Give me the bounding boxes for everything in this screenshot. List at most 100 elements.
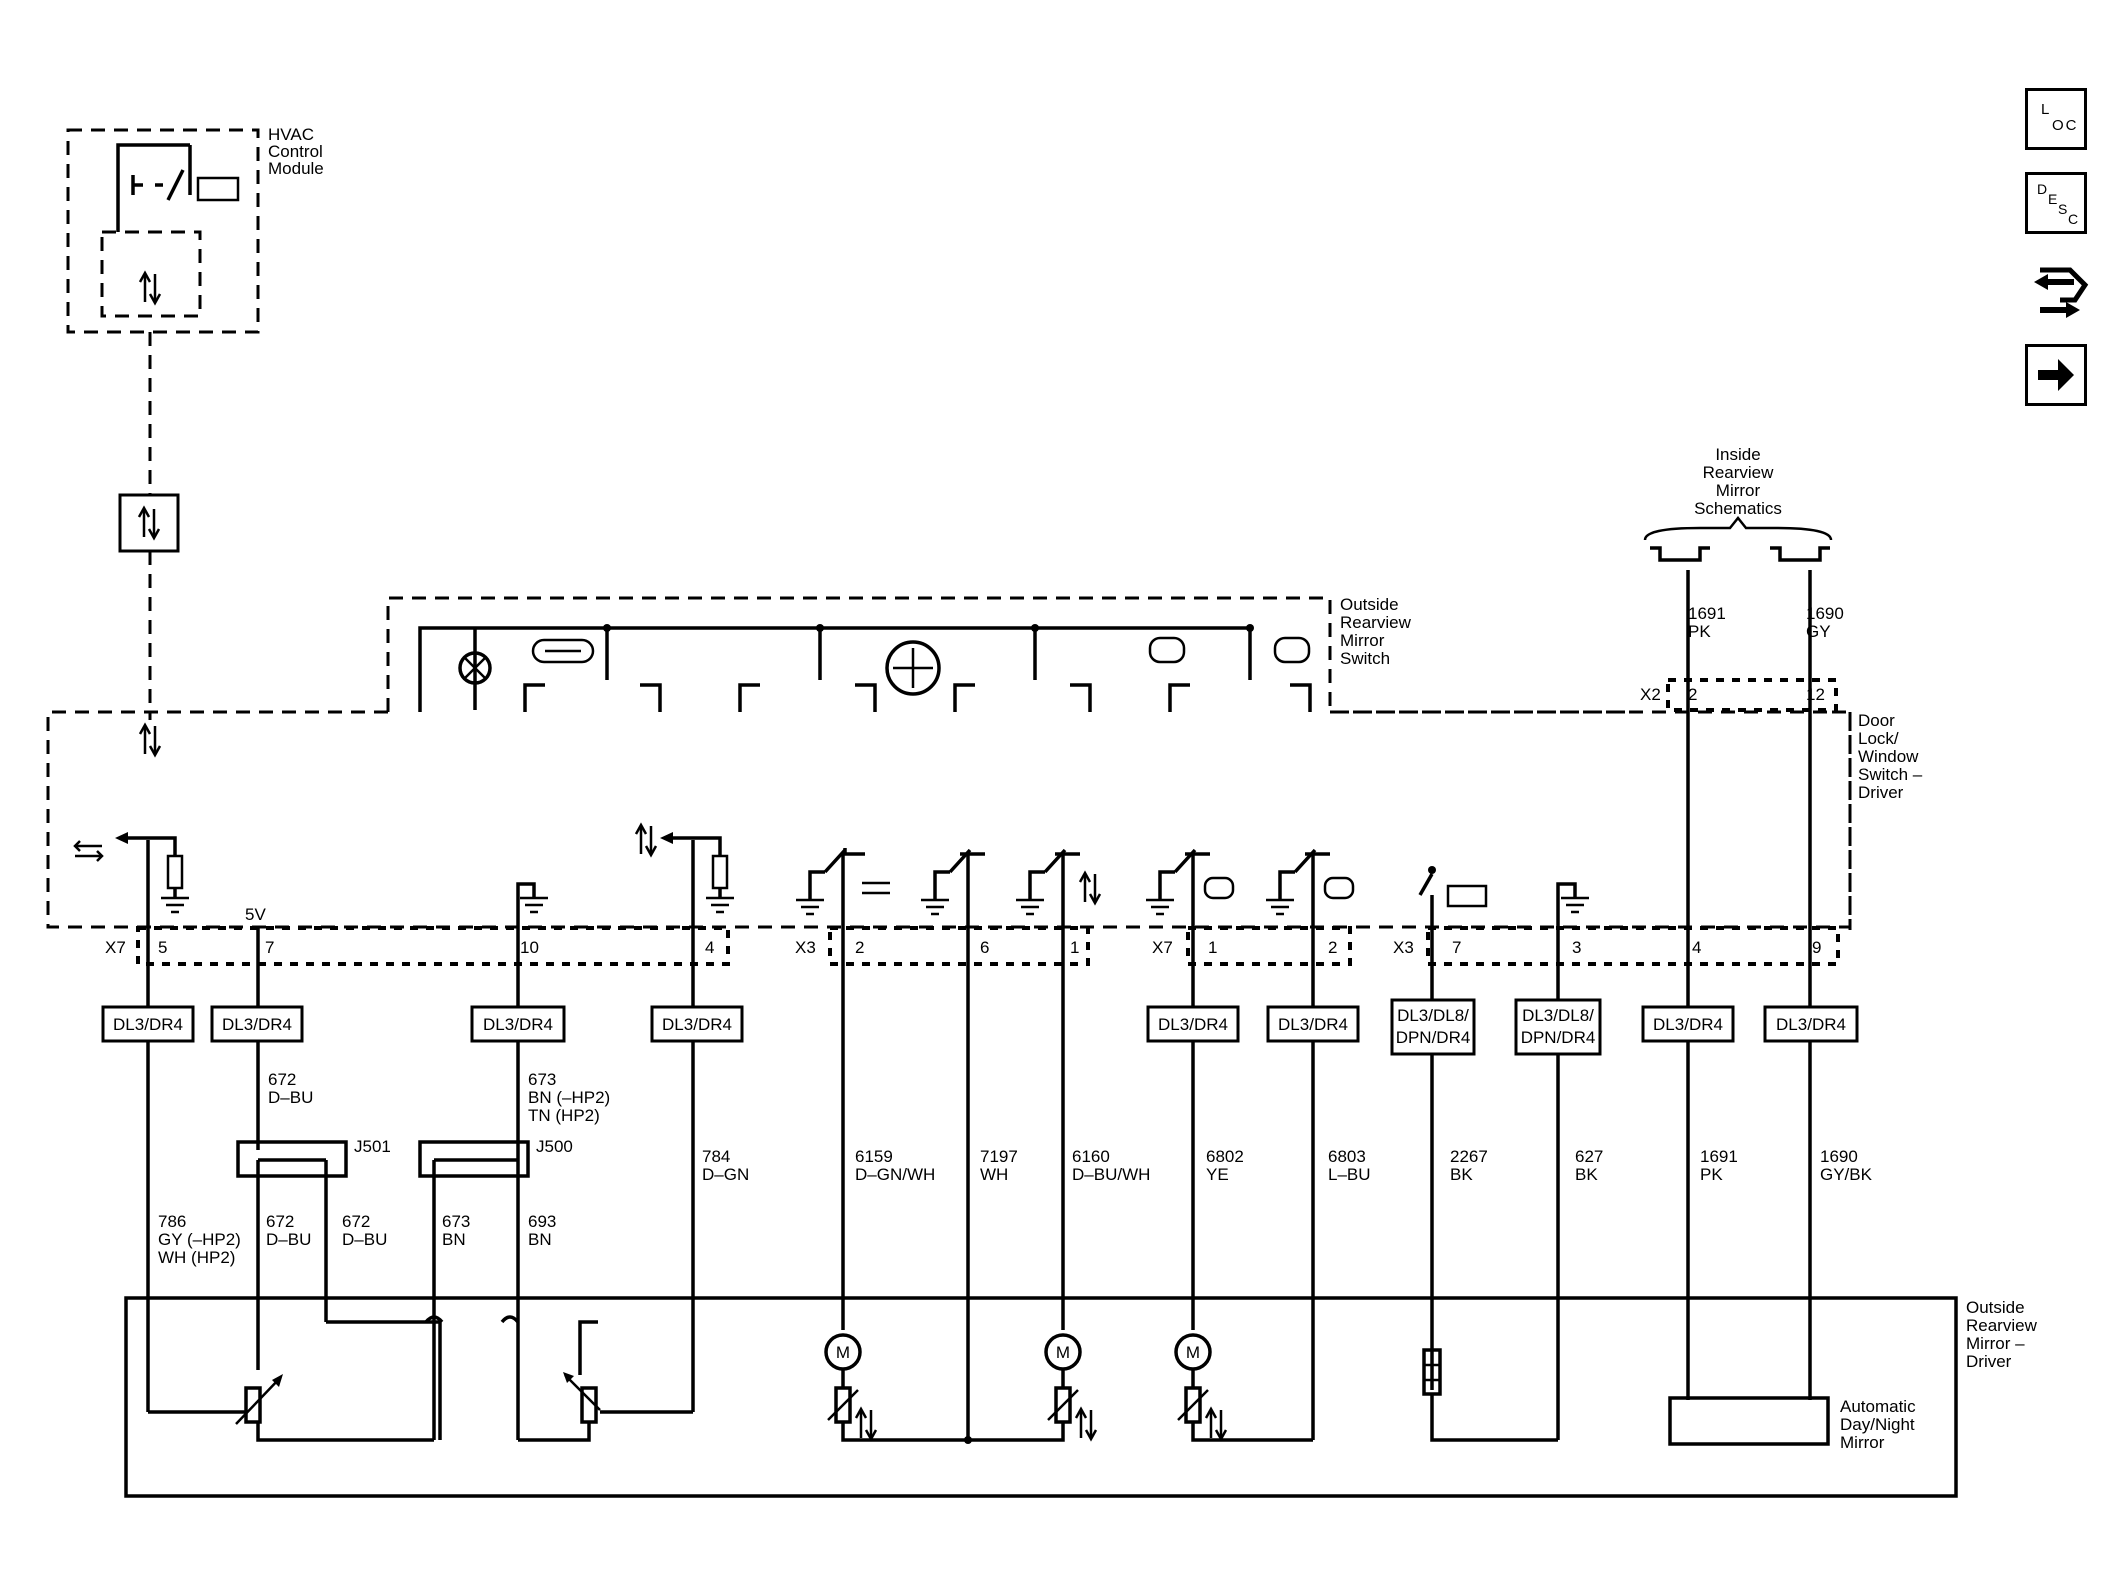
pin-4-left: 4 [705,938,714,957]
auto-mirror-label-3: Mirror [1840,1433,1885,1452]
inside-mirror-reference: Inside Rearview Mirror Schematics 1691 P… [1640,445,1844,712]
hvac-label-1: HVAC [268,125,314,144]
wire-627-color: BK [1575,1165,1598,1184]
pin-4-right: 4 [1692,938,1701,957]
wire-693-color: BN [528,1230,552,1249]
wire-6802-number: 6802 [1206,1147,1244,1166]
x3-mid-connector [828,926,1090,966]
wire-6159-color: D–GN/WH [855,1165,935,1184]
door-switch-label-2: Lock/ [1858,729,1899,748]
x7-left-connector [136,926,730,966]
pin-9-right: 9 [1812,938,1821,957]
wire-1690-color: GY/BK [1820,1165,1873,1184]
wire-672-number: 672 [268,1070,296,1089]
motor-1-label: M [836,1343,850,1362]
inside-ref-label-4: Schematics [1694,499,1782,518]
loc-icon: L [2041,101,2050,118]
wire-6160-color: D–BU/WH [1072,1165,1150,1184]
connector-rows: X7 5 7 10 4 5V X3 2 6 1 X7 1 2 X3 7 3 4 … [105,905,1840,966]
option-box-7-line1: DL3/DL8/ [1397,1006,1469,1025]
wire-6160-number: 6160 [1072,1147,1110,1166]
wire-1691-top-number: 1691 [1688,604,1726,623]
position-sensor-1 [244,1386,262,1424]
vertical-wires [146,570,1812,1440]
indicator-lamp-icon [458,651,492,685]
location-button[interactable]: L OC [2025,88,2087,150]
wire-784-color: D–GN [702,1165,749,1184]
desc-icon: D [2037,181,2048,197]
outside-mirror-driver: Outside Rearview Mirror – Driver M M [124,1296,2038,1498]
option-box-9: DL3/DR4 [1653,1015,1723,1034]
outside-switch-label-3: Mirror [1340,631,1385,650]
x2-connector [1666,678,1838,712]
voltage-5v: 5V [245,905,266,924]
pin-7-right: 7 [1452,938,1461,957]
wire-2267-number: 2267 [1450,1147,1488,1166]
x7-left-label: X7 [105,938,126,957]
wire-1691-color: PK [1700,1165,1723,1184]
serial-data-box [118,493,180,553]
wire-1691-top-color: PK [1688,622,1711,641]
serial-data-icon [138,271,162,305]
connector-tool-button[interactable] [2030,250,2092,330]
wire-786-color-2: WH (HP2) [158,1248,235,1267]
next-page-button[interactable] [2025,344,2087,406]
door-switch-label-4: Switch – [1858,765,1923,784]
outside-mirror-label-1: Outside [1966,1298,2025,1317]
left-right-select-icon [531,638,595,664]
motor-2-label: M [1056,1343,1070,1362]
x3-mid-label: X3 [795,938,816,957]
outside-switch-label-4: Switch [1340,649,1390,668]
wire-672b-number: 672 [342,1212,370,1231]
splice-j500-label: J500 [536,1137,573,1156]
wire-7197-number: 7197 [980,1147,1018,1166]
wire-672a-number: 672 [266,1212,294,1231]
desc-icon-sub3: C [2068,211,2079,227]
door-switch-label-1: Door [1858,711,1895,730]
wire-673-color: BN (–HP2) [528,1088,610,1107]
wire-2267-color: BK [1450,1165,1473,1184]
serial-data-arrow-icon-2 [138,723,162,757]
x2-label: X2 [1640,685,1661,704]
wire-673b-number: 673 [442,1212,470,1231]
option-box-8-line1: DL3/DL8/ [1522,1006,1594,1025]
door-lock-window-switch: Door Lock/ Window Switch – Driver [46,710,1923,930]
hvac-label-2: Control [268,142,323,161]
option-box-2: DL3/DR4 [222,1015,292,1034]
inside-ref-label-1: Inside [1715,445,1760,464]
wire-784-number: 784 [702,1147,730,1166]
splice-j501-label: J501 [354,1137,391,1156]
option-box-8-line2: DPN/DR4 [1521,1028,1596,1047]
motor-3-label: M [1186,1343,1200,1362]
inside-ref-label-2: Rearview [1703,463,1775,482]
pin-6: 6 [980,938,989,957]
wire-673-number: 673 [528,1070,556,1089]
wire-786-number: 786 [158,1212,186,1231]
wire-786-color: GY (–HP2) [158,1230,241,1249]
splices: J501 J500 [236,1137,573,1440]
wire-1690-number: 1690 [1820,1147,1858,1166]
fold-icon-2 [1273,636,1311,664]
auto-mirror-label-2: Day/Night [1840,1415,1915,1434]
option-box-4: DL3/DR4 [662,1015,732,1034]
wire-672b-color: D–BU [342,1230,387,1249]
wire-1690-top-number: 1690 [1806,604,1844,623]
pin-7-left: 7 [265,938,274,957]
outside-switch-label-2: Rearview [1340,613,1412,632]
outside-mirror-label-4: Driver [1966,1352,2012,1371]
outside-mirror-label-2: Rearview [1966,1316,2038,1335]
pin-5: 5 [158,938,167,957]
option-box-6: DL3/DR4 [1278,1015,1348,1034]
x3-right-label: X3 [1393,938,1414,957]
wire-673-color-2: TN (HP2) [528,1106,600,1125]
wire-672a-color: D–BU [266,1230,311,1249]
pin-1-right: 1 [1208,938,1217,957]
option-box-7-line2: DPN/DR4 [1396,1028,1471,1047]
pin-1-mid: 1 [1070,938,1079,957]
description-button[interactable]: D E S C [2025,172,2087,234]
auto-mirror-label-1: Automatic [1840,1397,1916,1416]
x7-right-label: X7 [1152,938,1173,957]
automatic-day-night-mirror [1668,1396,1830,1446]
wire-labels: 672 D–BU 673 BN (–HP2) TN (HP2) 786 GY (… [158,1070,1873,1267]
connector-tool-icon [2034,267,2089,318]
